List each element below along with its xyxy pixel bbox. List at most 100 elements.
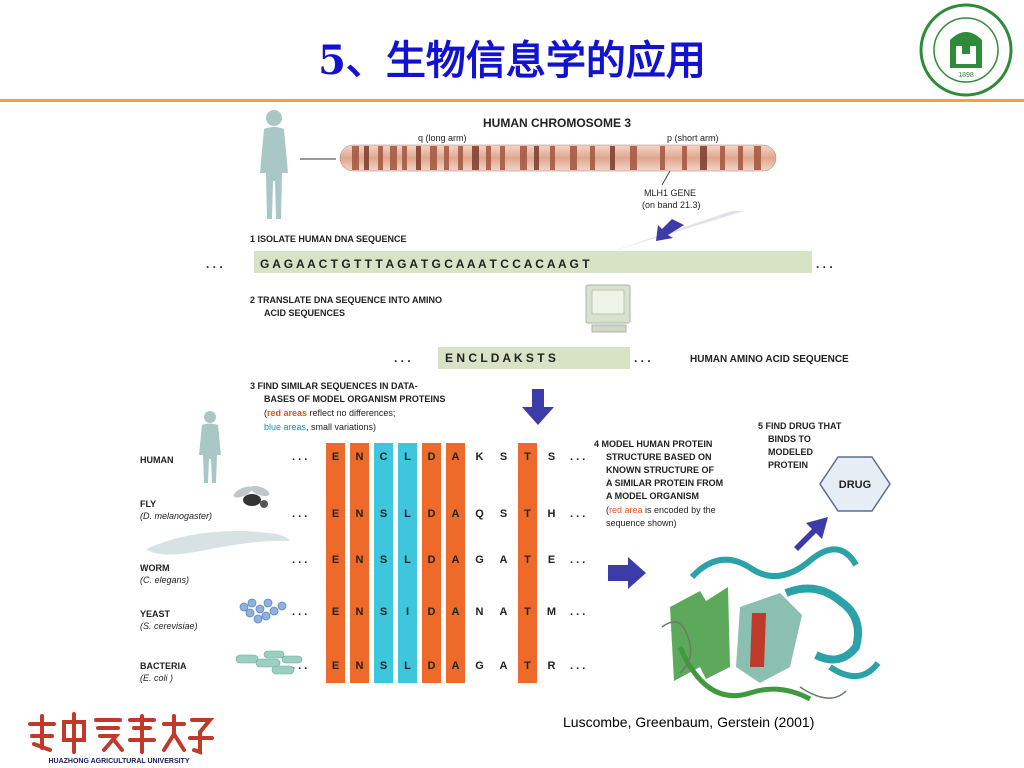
- chromosome-band: [754, 146, 761, 170]
- residue-letter: T: [524, 606, 531, 618]
- chromosome-band: [378, 146, 383, 170]
- red-column: [326, 443, 345, 683]
- residue-letter: Q: [475, 508, 484, 520]
- chromosome-band: [352, 146, 359, 170]
- row-dots-left: . . .: [292, 554, 307, 566]
- zoom-wedge: [610, 211, 744, 252]
- bioinformatics-figure: HUMAN CHROMOSOME 3 q (long arm) p (short…: [140, 107, 902, 715]
- step5-label-line4: PROTEIN: [768, 460, 808, 470]
- row-dots-left: . . .: [292, 451, 307, 463]
- worm-icon: [146, 531, 290, 555]
- gene-label-line2: (on band 21.3): [642, 200, 701, 210]
- computer-monitor-icon: [585, 284, 631, 333]
- chromosome-band: [458, 146, 463, 170]
- organism-name: BACTERIA: [140, 661, 187, 671]
- step4-label-line2: STRUCTURE BASED ON: [606, 452, 712, 462]
- right-arrow-icon: [608, 557, 646, 589]
- chromosome-band: [550, 146, 555, 170]
- step3-label-line4: blue areas, small variations): [264, 422, 376, 432]
- q-arm-label: q (long arm): [418, 133, 467, 143]
- chromosome-band: [630, 146, 637, 170]
- red-areas-key: red areas: [267, 408, 307, 418]
- red-area-desc: is encoded by the: [643, 505, 716, 515]
- residue-letter: C: [380, 451, 388, 463]
- residue-letter: S: [548, 451, 555, 463]
- red-column: [350, 443, 369, 683]
- organism-name: FLY: [140, 499, 156, 509]
- residue-letter: A: [500, 554, 508, 566]
- residue-letter: L: [404, 451, 411, 463]
- chromosome-band: [610, 146, 615, 170]
- chromosome-band: [738, 146, 743, 170]
- organism-name: HUMAN: [140, 455, 174, 465]
- dna-dots-right: . . .: [816, 257, 833, 271]
- step3-label-line2: BASES OF MODEL ORGANISM PROTEINS: [264, 394, 445, 404]
- chromosome-bands: [352, 146, 761, 170]
- chromosome-band: [486, 146, 491, 170]
- organism-name: WORM: [140, 563, 170, 573]
- title-divider: [0, 99, 1024, 102]
- chromosome-band: [520, 146, 527, 170]
- chromosome-band: [416, 146, 421, 170]
- residue-letter: I: [406, 606, 409, 618]
- human-small-icon: [199, 411, 221, 483]
- residue-letter: L: [404, 508, 411, 520]
- residue-letter: G: [475, 660, 484, 672]
- residue-letter: A: [452, 508, 460, 520]
- residue-letter: D: [428, 660, 436, 672]
- step1-label: 1 ISOLATE HUMAN DNA SEQUENCE: [250, 234, 407, 244]
- residue-letter: T: [524, 451, 531, 463]
- chromosome-title: HUMAN CHROMOSOME 3: [483, 116, 631, 130]
- footer-logo-english: HUAZHONG AGRICULTURAL UNIVERSITY: [48, 758, 189, 765]
- p-arm-label: p (short arm): [667, 133, 719, 143]
- protein-structure-image: [661, 546, 881, 702]
- seal-year: 1898: [958, 72, 974, 79]
- chromosome-band: [660, 146, 665, 170]
- amino-caption: HUMAN AMINO ACID SEQUENCE: [690, 354, 849, 365]
- step4-label-line5: A MODEL ORGANISM: [606, 491, 699, 501]
- organism-latin-name: (S. cerevisiae): [140, 621, 198, 631]
- step4-label-line7: sequence shown): [606, 518, 677, 528]
- chromosome-band: [720, 146, 725, 170]
- slide-title: 5、生物信息学的应用: [318, 37, 706, 84]
- gene-pointer: [661, 170, 671, 186]
- residue-letter: H: [548, 508, 556, 520]
- figure-credit: Luscombe, Greenbaum, Gerstein (2001): [563, 714, 815, 730]
- yeast-icon: [239, 598, 287, 624]
- residue-letter: L: [404, 554, 411, 566]
- figure-canvas: HUMAN CHROMOSOME 3 q (long arm) p (short…: [140, 110, 891, 702]
- chromosome-band: [430, 146, 437, 170]
- residue-letter: G: [475, 554, 484, 566]
- residue-letter: E: [332, 554, 339, 566]
- row-dots-right: . . .: [570, 508, 585, 520]
- residue-letter: N: [356, 508, 364, 520]
- residue-letter: R: [548, 660, 556, 672]
- residue-letter: A: [452, 451, 460, 463]
- step5-label-line1: 5 FIND DRUG THAT: [758, 421, 842, 431]
- residue-letter: M: [547, 606, 556, 618]
- residue-letter: N: [356, 451, 364, 463]
- step4-label-line1: 4 MODEL HUMAN PROTEIN: [594, 439, 712, 449]
- residue-letter: E: [332, 606, 339, 618]
- blue-column: [374, 443, 393, 683]
- amino-sequence-band: [438, 347, 630, 369]
- red-column: [422, 443, 441, 683]
- amino-dots-right: . . .: [634, 351, 651, 365]
- row-dots-right: . . .: [570, 554, 585, 566]
- step2-label-line2: ACID SEQUENCES: [264, 308, 345, 318]
- chromosome-band: [570, 146, 577, 170]
- residue-letter: D: [428, 606, 436, 618]
- blue-areas-key: blue areas: [264, 422, 307, 432]
- chromosome-band: [402, 146, 407, 170]
- residue-letter: S: [380, 606, 387, 618]
- university-wordmark-logo: HUAZHONG AGRICULTURAL UNIVERSITY: [26, 712, 214, 765]
- red-areas-desc: reflect no differences;: [307, 408, 395, 418]
- red-column: [518, 443, 537, 683]
- chromosome-band: [700, 146, 707, 170]
- red-column: [446, 443, 465, 683]
- dna-dots-left: . . .: [206, 257, 223, 271]
